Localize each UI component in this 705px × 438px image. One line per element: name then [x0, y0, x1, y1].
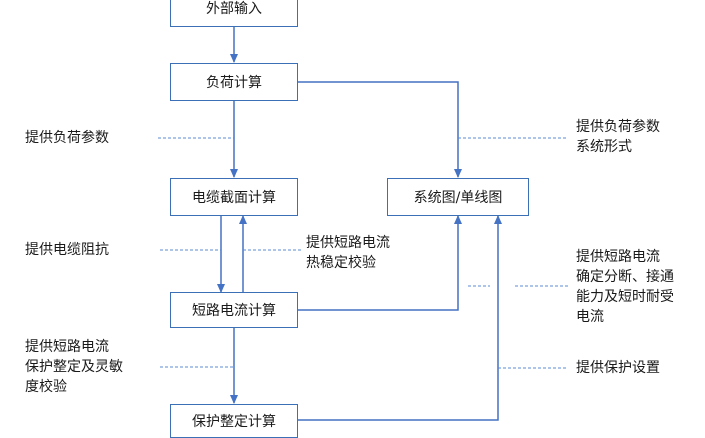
label-line: 提供负荷参数 — [576, 119, 660, 135]
node-short-circuit-calc: 短路电流计算 — [170, 292, 298, 328]
label-load-params-right: 提供负荷参数 系统形式 — [576, 117, 660, 157]
label-line: 提供短路电流 — [25, 339, 109, 355]
label-protection-check: 提供短路电流 保护整定及灵敏 度校验 — [25, 337, 123, 397]
arrow-short-to-system — [298, 215, 462, 311]
label-thermal-check: 提供短路电流 热稳定校验 — [306, 233, 390, 273]
label-line: 电流 — [576, 309, 604, 325]
node-load-calc: 负荷计算 — [170, 63, 298, 101]
label-short-circuit-system: 提供短路电流 确定分断、接通 能力及短时耐受 电流 — [576, 247, 674, 327]
label-line: 确定分断、接通 — [576, 269, 674, 285]
label-line: 提供短路电流 — [306, 235, 390, 251]
label-line: 热稳定校验 — [306, 255, 376, 271]
node-cable-section-calc: 电缆截面计算 — [170, 178, 298, 216]
label-line: 能力及短时耐受 — [576, 289, 674, 305]
label-line: 度校验 — [25, 379, 67, 395]
arrow-load-to-system — [298, 81, 462, 178]
label-line: 系统形式 — [576, 139, 632, 155]
label-line: 保护整定及灵敏 — [25, 359, 123, 375]
label-cable-impedance: 提供电缆阻抗 — [25, 242, 109, 258]
label-line: 提供短路电流 — [576, 249, 660, 265]
node-external-input: 外部输入 — [170, 0, 298, 27]
node-system-diagram: 系统图/单线图 — [387, 178, 529, 216]
arrow-protection-to-system — [298, 215, 502, 421]
label-protection-settings: 提供保护设置 — [576, 360, 660, 376]
label-load-params-left: 提供负荷参数 — [25, 130, 109, 146]
node-protection-setting-calc: 保护整定计算 — [170, 404, 298, 438]
